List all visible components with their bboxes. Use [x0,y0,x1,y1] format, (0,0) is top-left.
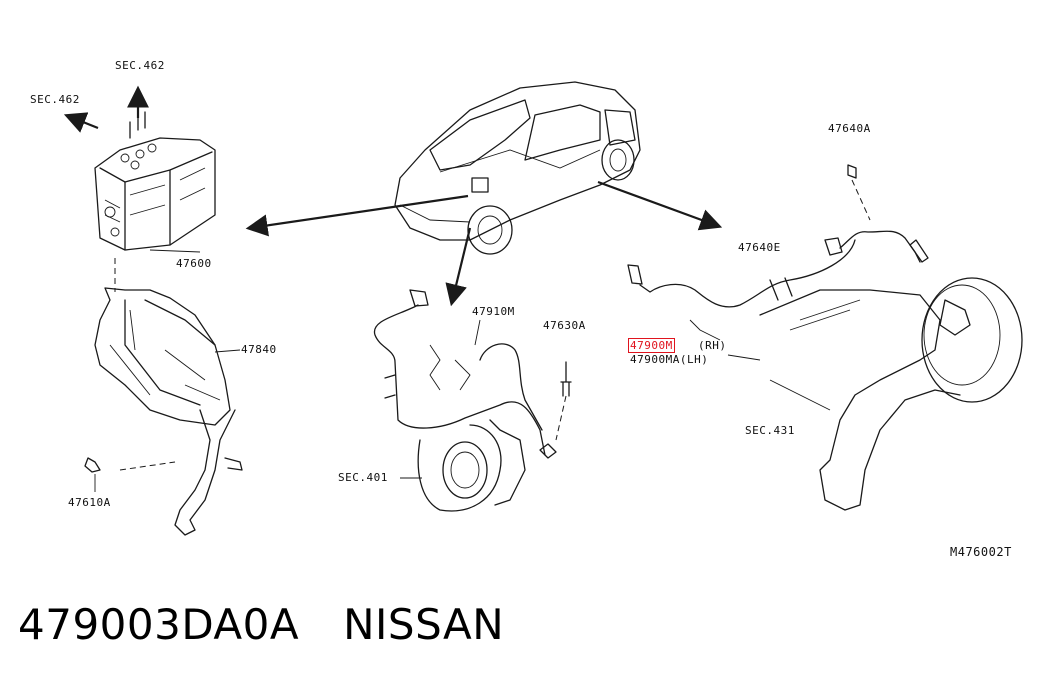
part-number: 479003DA0A [18,600,300,649]
label-47610a: 47610A [68,496,111,509]
label-47910m: 47910M [472,305,515,318]
label-sec462-top: SEC.462 [115,59,165,72]
label-rh: (RH) [698,339,727,352]
label-sec431: SEC.431 [745,424,795,437]
label-47600: 47600 [176,257,212,270]
arrow-to-rear-sensor [597,180,723,231]
rear-sensor-illustration [627,164,1023,511]
part-caption: 479003DA0A NISSAN [18,600,504,649]
label-47630a: 47630A [543,319,586,332]
label-47900ma-lh: 47900MA(LH) [630,353,709,366]
brand-name: NISSAN [343,600,505,649]
label-47840: 47840 [241,343,277,356]
diagram-code: M476002T [950,545,1012,559]
highlight-box: 47900M [628,338,675,353]
label-sec401: SEC.401 [338,471,388,484]
bracket-illustration [84,258,243,536]
label-47900m-highlight: 47900M [628,338,675,353]
label-47640a: 47640A [828,122,871,135]
arrow-to-front-sensor [445,227,472,307]
front-sensor-illustration [373,289,572,512]
arrow-to-abs [245,194,469,237]
label-47640e: 47640E [738,241,781,254]
abs-actuator-illustration [63,85,216,253]
label-sec462-left: SEC.462 [30,93,80,106]
vehicle-illustration [394,81,641,255]
